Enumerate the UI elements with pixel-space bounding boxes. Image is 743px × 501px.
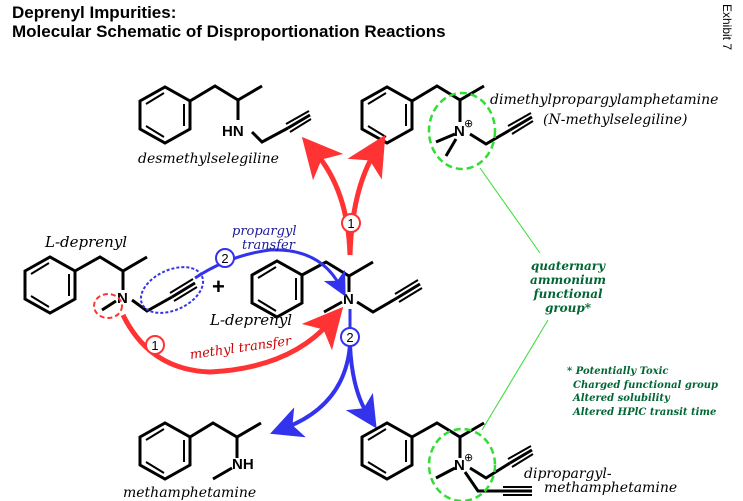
methyl-highlight-circle [93,293,123,319]
step-1-badge [341,213,361,233]
positive-charge-icon: ⊕ [464,451,473,464]
benzene-ring [23,255,77,315]
step-number: 1 [347,216,354,231]
label-desmethylselegiline: desmethylselegiline [138,151,279,167]
arrow-to-methamphetamine [270,344,352,438]
benzene-ring [360,85,414,145]
title-line-1: Deprenyl Impurities: [12,3,177,22]
methyl-transfer-arrow [120,306,344,375]
group-line: group* [545,301,592,315]
label-methamphetamine-suffix: methamphetamine [544,480,677,496]
arrow-to-dimethylpropargylamphetamine [347,134,386,256]
atom-label-hn: HN [222,123,244,140]
note-line: Altered solubility [572,393,671,404]
title-line-2: Molecular Schematic of Disproportionatio… [12,22,446,41]
toxicity-notes: * Potentially Toxic Charged functional g… [567,366,718,418]
step-2-badge [215,248,235,268]
arrow-to-desmethylselegiline [301,136,353,256]
propargyl-transfer-label-1: propargyl [232,224,296,239]
atom-label-nh: NH [232,456,254,473]
atom-label-n: N [117,290,128,307]
molecule-desmethylselegiline [138,84,312,145]
benzene-ring [138,421,192,481]
propargyl-highlight-circle [139,266,205,314]
propargyl-transfer-label-2: transfer [242,238,296,253]
arrow-to-dipropargylmethamphetamine [345,344,377,429]
molecule-dimethylpropargylamphetamine [360,84,534,157]
benzene-ring [250,259,304,319]
group-line: ammonium [530,273,606,287]
quaternary-highlight-circle [427,91,497,171]
quaternary-highlight-circle [427,427,497,501]
group-line: functional [532,287,603,301]
label-methamphetamine: methamphetamine [123,485,256,501]
callout-line-bottom [481,319,549,431]
step-2-badge [340,327,360,347]
quaternary-group-label: quaternary ammonium functional group* [530,259,606,315]
label-dimethylpropargylamphetamine: dimethylpropargylamphetamine [490,92,718,108]
label-l-deprenyl-2: L-deprenyl [209,311,292,329]
propargyl-transfer-arrow [194,248,346,297]
plus-sign: + [212,274,225,299]
step-number: 1 [151,338,158,353]
molecule-l-deprenyl-2 [250,259,423,319]
molecule-methamphetamine [138,421,262,481]
note-line: * Potentially Toxic [567,366,668,377]
atom-label-n: N [343,291,354,308]
step-number: 2 [221,251,228,266]
callout-line-top [479,167,541,254]
note-line: Altered HPlC transit time [572,407,716,418]
benzene-ring [138,85,192,145]
label-l-deprenyl-1: L-deprenyl [44,233,127,251]
note-line: Charged functional group [573,380,718,391]
atom-label-n: N [454,457,465,474]
step-1-badge [145,335,165,355]
positive-charge-icon: ⊕ [464,117,473,130]
benzene-ring [360,421,414,481]
group-line: quaternary [531,259,606,273]
step-number: 2 [346,330,353,345]
label-dipropargyl: dipropargyl- [524,466,612,482]
label-n-methylselegiline: (N-methylselegiline) [543,112,687,128]
molecule-dipropargylmethamphetamine [360,421,534,496]
molecule-l-deprenyl-1 [23,255,198,315]
atom-label-n: N [454,123,465,140]
